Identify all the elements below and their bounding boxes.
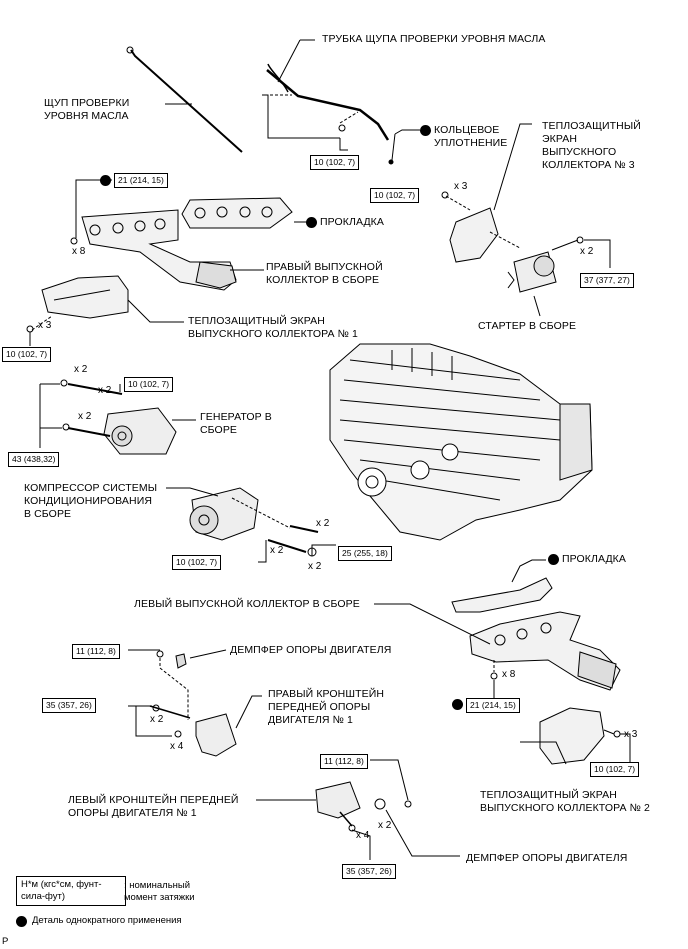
multiplier: x 2 — [78, 411, 92, 422]
multiplier: x 2 — [580, 246, 594, 257]
legend-unit-desc: : номинальный момент затяжки — [124, 880, 195, 903]
multiplier: x 8 — [502, 669, 516, 680]
label-ac-compressor: КОМПРЕССОР СИСТЕМЫ КОНДИЦИОНИРОВАНИЯ В С… — [24, 482, 158, 520]
right-bracket-part — [195, 713, 237, 757]
torque-box: 25 (255, 18) — [338, 546, 392, 561]
torque-box: 35 (357, 26) — [342, 864, 396, 879]
multiplier: x 2 — [98, 385, 112, 396]
torque-box: 37 (377, 27) — [580, 273, 634, 288]
heat-shield-3-part — [449, 207, 499, 263]
label-o-ring: КОЛЬЦЕВОЕ УПЛОТНЕНИЕ — [434, 124, 508, 149]
heat-shield-2-part — [539, 707, 605, 765]
multiplier: x 2 — [308, 561, 322, 572]
torque-box: 11 (112, 8) — [320, 754, 368, 769]
torque-box: 21 (214, 15) — [114, 173, 168, 188]
multiplier: x 4 — [356, 830, 370, 841]
torque-box: 10 (102, 7) — [124, 377, 174, 392]
label-dipstick-tube: ТРУБКА ЩУПА ПРОВЕРКИ УРОВНЯ МАСЛА — [322, 33, 546, 45]
dipstick-handle — [126, 46, 134, 54]
label-right-bracket: ПРАВЫЙ КРОНШТЕЙН ПЕРЕДНЕЙ ОПОРЫ ДВИГАТЕЛ… — [268, 688, 385, 726]
label-left-bracket: ЛЕВЫЙ КРОНШТЕЙН ПЕРЕДНЕЙ ОПОРЫ ДВИГАТЕЛЯ… — [68, 794, 239, 819]
label-gasket-upper: ПРОКЛАДКА — [320, 216, 384, 228]
label-left-manifold: ЛЕВЫЙ ВЫПУСКНОЙ КОЛЛЕКТОР В СБОРЕ — [134, 598, 360, 610]
label-starter: СТАРТЕР В СБОРЕ — [478, 320, 577, 332]
dipstick-part — [130, 49, 243, 153]
single-use-icon — [548, 554, 559, 565]
multiplier: x 3 — [624, 729, 638, 740]
single-use-icon — [100, 175, 111, 186]
torque-box: 11 (112, 8) — [72, 644, 120, 659]
single-use-icon — [16, 916, 27, 927]
footer-mark: P — [2, 936, 9, 947]
single-use-icon — [452, 699, 463, 710]
label-heat-shield-3: ТЕПЛОЗАЩИТНЫЙ ЭКРАН ВЫПУСКНОГО КОЛЛЕКТОР… — [542, 120, 641, 171]
multiplier: x 3 — [454, 181, 468, 192]
heat-shield-1-part — [41, 275, 129, 319]
torque-box: 10 (102, 7) — [2, 347, 52, 362]
multiplier: x 2 — [74, 364, 88, 375]
engine-block-part — [329, 343, 593, 541]
multiplier: x 4 — [170, 741, 184, 752]
multiplier: x 2 — [378, 820, 392, 831]
multiplier: x 2 — [316, 518, 330, 529]
label-gasket-lower: ПРОКЛАДКА — [562, 553, 626, 565]
torque-box: 21 (214, 15) — [466, 698, 520, 713]
gasket-lower-part — [451, 577, 553, 613]
multiplier: x 3 — [38, 320, 52, 331]
dipstick-tube-part — [266, 69, 390, 141]
single-use-icon — [306, 217, 317, 228]
torque-box: 10 (102, 7) — [370, 188, 420, 203]
damper-upper-part — [175, 653, 187, 669]
torque-box: 10 (102, 7) — [172, 555, 222, 570]
label-right-manifold: ПРАВЫЙ ВЫПУСКНОЙ КОЛЛЕКТОР В СБОРЕ — [266, 261, 383, 286]
label-damper-lower: ДЕМПФЕР ОПОРЫ ДВИГАТЕЛЯ — [466, 852, 628, 864]
label-generator: ГЕНЕРАТОР В СБОРЕ — [200, 411, 272, 436]
torque-box: 10 (102, 7) — [310, 155, 360, 170]
label-heat-shield-2: ТЕПЛОЗАЩИТНЫЙ ЭКРАН ВЫПУСКНОГО КОЛЛЕКТОР… — [480, 789, 650, 814]
label-dipstick: ЩУП ПРОВЕРКИ УРОВНЯ МАСЛА — [44, 97, 130, 122]
label-heat-shield-1: ТЕПЛОЗАЩИТНЫЙ ЭКРАН ВЫПУСКНОГО КОЛЛЕКТОР… — [188, 315, 358, 340]
gasket-upper-part — [181, 197, 293, 229]
torque-box: 10 (102, 7) — [590, 762, 640, 777]
single-use-icon — [420, 125, 431, 136]
left-bracket-part — [315, 781, 361, 819]
label-damper-upper: ДЕМПФЕР ОПОРЫ ДВИГАТЕЛЯ — [230, 644, 392, 656]
torque-box: 35 (357, 26) — [42, 698, 96, 713]
legend-unit-box: Н*м (кгс*см, фунт- сила-фут) — [16, 876, 126, 906]
multiplier: x 8 — [72, 246, 86, 257]
multiplier: x 2 — [150, 714, 164, 725]
legend-single-use: Деталь однократного применения — [32, 915, 182, 926]
multiplier: x 2 — [270, 545, 284, 556]
torque-box: 43 (438,32) — [8, 452, 60, 467]
